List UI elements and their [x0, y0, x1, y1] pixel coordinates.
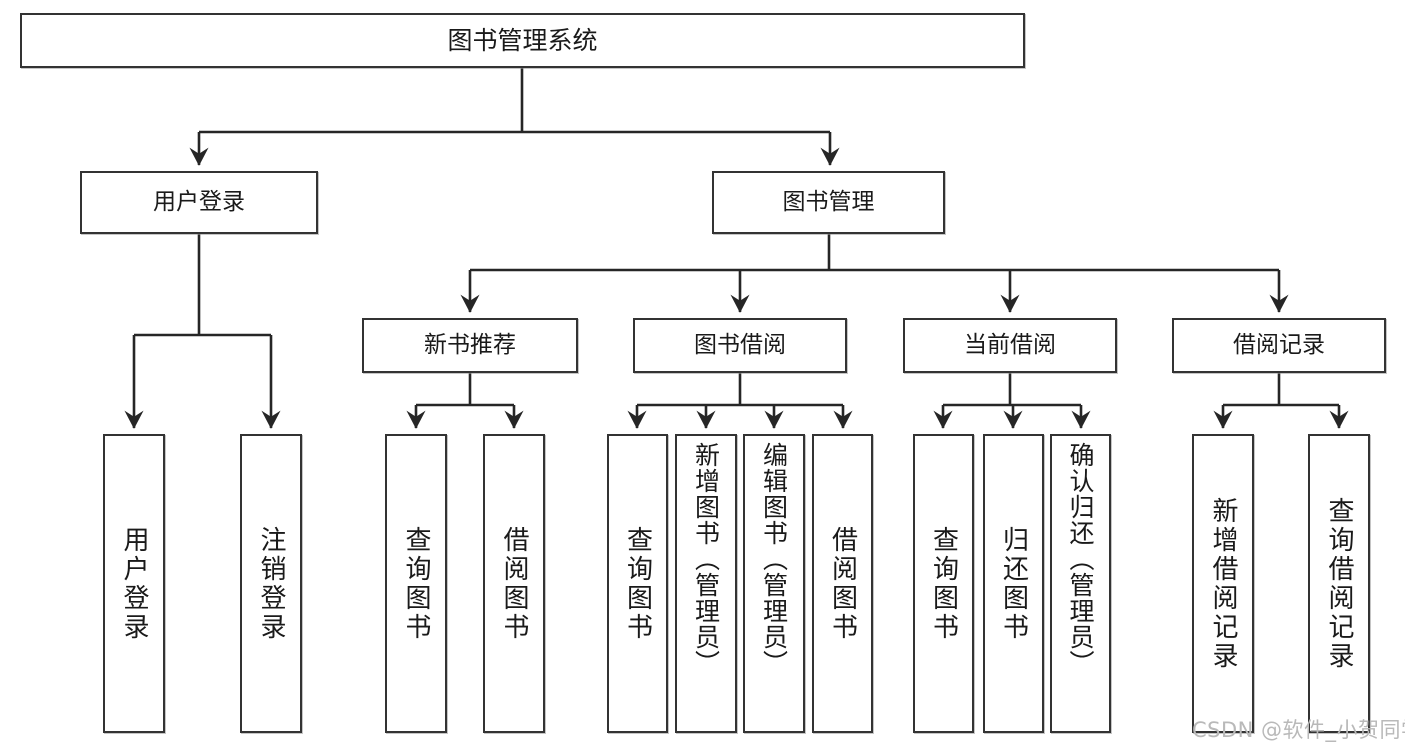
node-label: 用户登录 — [153, 188, 245, 215]
node-leaf-user-login[interactable]: 用户登录 — [103, 434, 165, 733]
node-leaf-query-book-3[interactable]: 查询图书 — [913, 434, 974, 733]
node-leaf-add-record[interactable]: 新增借阅记录 — [1192, 434, 1254, 733]
node-user-login[interactable]: 用户登录 — [80, 171, 318, 234]
node-new-book-rec[interactable]: 新书推荐 — [362, 318, 578, 373]
node-leaf-query-book-1[interactable]: 查询图书 — [385, 434, 447, 733]
node-label: 查询图书 — [401, 525, 431, 642]
node-label: 用户登录 — [119, 525, 149, 642]
node-label: 归还图书 — [998, 525, 1029, 642]
node-book-manage[interactable]: 图书管理 — [712, 171, 945, 234]
node-borrow-record[interactable]: 借阅记录 — [1172, 318, 1386, 373]
node-label: 确认归还（管理员） — [1066, 442, 1095, 676]
node-leaf-edit-book[interactable]: 编辑图书（管理员） — [743, 434, 805, 733]
node-label: 图书管理 — [782, 188, 875, 215]
node-label: 图书借阅 — [694, 331, 786, 358]
node-label: 新增图书（管理员） — [691, 442, 721, 676]
node-label: 编辑图书（管理员） — [759, 442, 789, 676]
node-label: 图书管理系统 — [447, 25, 598, 55]
node-label: 借阅图书 — [827, 525, 858, 642]
node-label: 借阅图书 — [499, 525, 529, 642]
node-leaf-user-logout[interactable]: 注销登录 — [240, 434, 302, 733]
node-leaf-borrow-book-1[interactable]: 借阅图书 — [483, 434, 545, 733]
node-leaf-return-book[interactable]: 归还图书 — [983, 434, 1044, 733]
node-leaf-query-record[interactable]: 查询借阅记录 — [1308, 434, 1370, 733]
node-book-borrow[interactable]: 图书借阅 — [633, 318, 847, 373]
node-label: 查询借阅记录 — [1324, 496, 1354, 671]
node-label: 新书推荐 — [424, 331, 516, 358]
node-label: 新增借阅记录 — [1208, 496, 1238, 671]
node-label: 注销登录 — [256, 525, 286, 642]
node-label: 借阅记录 — [1233, 331, 1325, 358]
node-leaf-add-book[interactable]: 新增图书（管理员） — [675, 434, 737, 733]
watermark-text: CSDN @软件_小贺同学 — [1192, 718, 1405, 742]
node-root-system[interactable]: 图书管理系统 — [20, 13, 1025, 68]
node-label: 查询图书 — [622, 525, 653, 642]
node-current-borrow[interactable]: 当前借阅 — [903, 318, 1117, 373]
node-leaf-query-book-2[interactable]: 查询图书 — [607, 434, 668, 733]
node-leaf-confirm-return[interactable]: 确认归还（管理员） — [1050, 434, 1111, 733]
node-label: 当前借阅 — [964, 331, 1056, 358]
node-label: 查询图书 — [928, 525, 959, 642]
node-leaf-borrow-book-2[interactable]: 借阅图书 — [812, 434, 873, 733]
